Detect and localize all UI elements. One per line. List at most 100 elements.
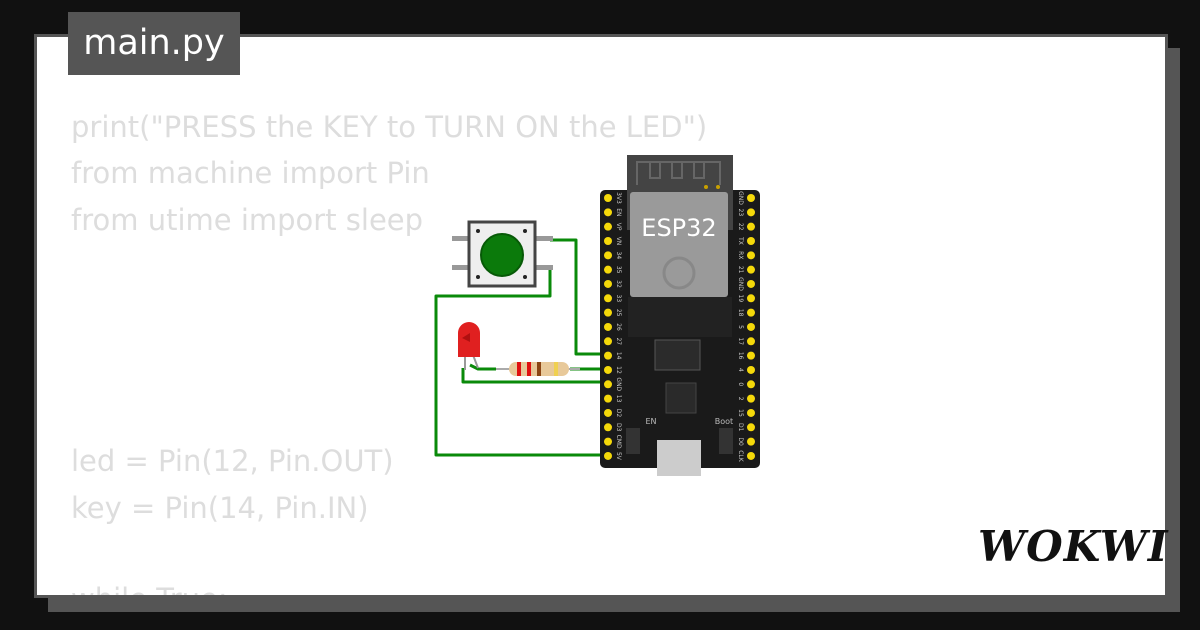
pin-label: VN	[615, 237, 622, 246]
wire-button-to-5v	[434, 268, 608, 457]
pin-label: 3V3	[615, 192, 622, 204]
pin-label: 22	[737, 223, 744, 231]
pin-label: 26	[615, 323, 622, 331]
pin-rx[interactable]	[747, 251, 755, 260]
esp32-board: ESP32 EN Boot 3V3ENVPVN34353233252627141…	[600, 155, 760, 476]
pin-label: 15	[737, 409, 744, 417]
pin-label: 33	[615, 294, 622, 302]
pin-label: TX	[737, 236, 744, 245]
wokwi-logo: WOKWI	[978, 522, 1169, 571]
pin-cmd[interactable]	[604, 437, 612, 446]
pin-clk[interactable]	[747, 451, 755, 460]
pin-2[interactable]	[747, 394, 755, 403]
pin-label: 18	[737, 309, 744, 317]
pin-label: 16	[737, 352, 744, 360]
code-line: from utime import sleep	[71, 203, 424, 237]
button-cap-icon	[480, 233, 524, 277]
usb-port	[657, 440, 701, 476]
pin-gnd[interactable]	[747, 279, 755, 288]
pin-label: D1	[737, 423, 744, 432]
pin-label: 14	[615, 352, 622, 360]
pin-5v[interactable]	[604, 451, 612, 460]
pin-vn[interactable]	[604, 236, 612, 245]
code-line: led = Pin(12, Pin.OUT)	[71, 444, 394, 478]
pin-label: 2	[737, 397, 744, 401]
pin-4[interactable]	[747, 365, 755, 374]
boot-label: Boot	[715, 417, 733, 426]
pin-19[interactable]	[747, 294, 755, 303]
pin-label: 19	[737, 294, 744, 302]
pin-label: 23	[737, 209, 744, 217]
pin-5[interactable]	[747, 322, 755, 331]
pin-23[interactable]	[747, 208, 755, 217]
en-button[interactable]	[626, 428, 640, 454]
pin-label: GND	[737, 277, 744, 291]
pin-d1[interactable]	[747, 423, 755, 432]
pin-label: 5V	[615, 452, 622, 461]
code-block: print("PRESS the KEY to TURN ON the LED"…	[71, 37, 707, 595]
pin-vp[interactable]	[604, 222, 612, 231]
led	[458, 322, 480, 370]
pin-label: 17	[737, 337, 744, 345]
pin-33[interactable]	[604, 294, 612, 303]
pin-0[interactable]	[747, 380, 755, 389]
esp32-module	[630, 192, 728, 297]
pin-35[interactable]	[604, 265, 612, 274]
pin-13[interactable]	[604, 394, 612, 403]
pin-d2[interactable]	[604, 408, 612, 417]
pin-16[interactable]	[747, 351, 755, 360]
resistor	[496, 362, 580, 376]
pin-label: RX	[737, 251, 744, 259]
pin-label: 12	[615, 366, 622, 374]
code-line: print("PRESS the KEY to TURN ON the LED"…	[71, 110, 708, 144]
pin-label: 32	[615, 280, 622, 288]
code-line: key = Pin(14, Pin.IN)	[71, 491, 369, 525]
pin-label: 34	[615, 251, 622, 259]
pin-label: 5	[737, 325, 744, 329]
wire-led-to-resistor	[469, 363, 496, 371]
pin-label: 4	[737, 368, 744, 372]
pin-d0[interactable]	[747, 437, 755, 446]
pin-gnd[interactable]	[747, 194, 755, 202]
pin-25[interactable]	[604, 308, 612, 317]
pin-label: 35	[615, 266, 622, 274]
pin-label: 13	[615, 395, 622, 403]
pin-label: D0	[737, 437, 744, 446]
pin-label: CLK	[737, 450, 744, 463]
espressif-logo-icon	[662, 256, 696, 290]
pin-label: CMD	[615, 435, 622, 449]
pin-label: 25	[615, 309, 622, 317]
pin-18[interactable]	[747, 308, 755, 317]
pin-en[interactable]	[604, 208, 612, 217]
pin-15[interactable]	[747, 408, 755, 417]
pin-22[interactable]	[747, 222, 755, 231]
boot-button[interactable]	[719, 428, 733, 454]
pin-d3[interactable]	[604, 423, 612, 432]
push-button[interactable]	[452, 220, 553, 288]
pin-label: D3	[615, 423, 622, 432]
pin-27[interactable]	[604, 337, 612, 346]
pin-tx[interactable]	[747, 236, 755, 245]
chip-label: ESP32	[641, 214, 716, 242]
pin-gnd[interactable]	[604, 380, 612, 389]
pin-label: D2	[615, 409, 622, 418]
wire-led-to-gnd	[461, 368, 608, 384]
pin-label: 27	[615, 337, 622, 345]
pin-label: VP	[615, 223, 622, 231]
pin-3v3[interactable]	[604, 194, 612, 202]
pin-26[interactable]	[604, 322, 612, 331]
pin-32[interactable]	[604, 279, 612, 288]
pin-label: EN	[615, 208, 622, 216]
pin-21[interactable]	[747, 265, 755, 274]
en-label: EN	[645, 417, 656, 426]
pin-label: GND	[615, 377, 622, 391]
wire-button-to-14	[550, 238, 608, 356]
pin-34[interactable]	[604, 251, 612, 260]
pin-label: GND	[737, 191, 744, 205]
pin-12[interactable]	[604, 365, 612, 374]
pin-14[interactable]	[604, 351, 612, 360]
pin-17[interactable]	[747, 337, 755, 346]
pin-label: 0	[737, 382, 744, 386]
file-tab[interactable]: main.py	[68, 12, 240, 75]
